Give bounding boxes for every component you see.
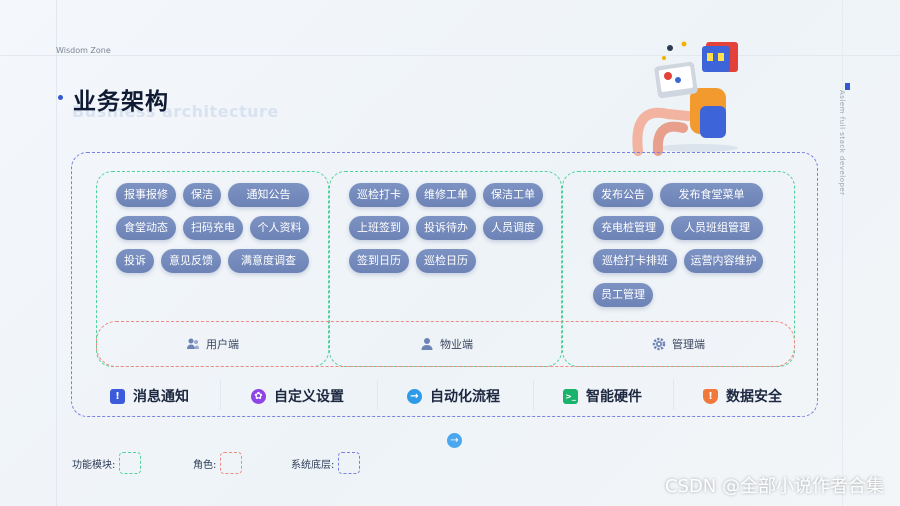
feature-chip[interactable]: 上班签到 [349,216,409,240]
legend-swatch [119,452,141,474]
users-icon [186,337,200,351]
shield-icon: ! [703,389,718,404]
title-dot [58,95,63,100]
legend-label: 角色: [193,456,216,471]
gear-icon [652,337,666,351]
system-item-hardware: >_ 智能硬件 [563,386,642,406]
role-label: 用户端 [206,336,239,352]
watermark: CSDN @全部小说作者合集 [665,472,884,498]
arrow-icon: → [407,389,422,404]
feature-chip[interactable]: 投诉 [116,249,154,273]
role-label: 物业端 [440,336,473,352]
legend-system: 系统底层: [291,452,360,474]
system-item-message: ! 消息通知 [110,386,189,406]
feature-chip[interactable]: 员工管理 [593,283,653,307]
feature-chip[interactable]: 巡检打卡 [349,183,409,207]
user-icon [420,337,434,351]
system-item-security: ! 数据安全 [703,386,782,406]
side-caption: Aslem full stack developer [838,90,846,196]
feature-chip[interactable]: 维修工单 [416,183,476,207]
legend-label: 功能模块: [72,456,115,471]
feature-chip[interactable]: 通知公告 [228,183,309,207]
legend-label: 系统底层: [291,456,334,471]
feature-chip[interactable]: 人员班组管理 [671,216,763,240]
legend-swatch [338,452,360,474]
feature-chip[interactable]: 报事报修 [116,183,176,207]
divider [377,380,378,410]
right-rule [842,0,843,506]
feature-chip[interactable]: 扫码充电 [183,216,243,240]
system-item-automation: → 自动化流程 [407,386,500,406]
system-item-label: 消息通知 [133,386,189,406]
divider [220,380,221,410]
role-admin: 管理端 [652,336,705,352]
terminal-icon: >_ [563,389,578,404]
role-label: 管理端 [672,336,705,352]
feature-chip[interactable]: 个人资料 [250,216,309,240]
feature-chip[interactable]: 发布食堂菜单 [660,183,763,207]
feature-chip[interactable]: 食堂动态 [116,216,176,240]
feature-chip[interactable]: 满意度调查 [228,249,309,273]
system-item-label: 智能硬件 [586,386,642,406]
feature-chip[interactable]: 发布公告 [593,183,653,207]
settings-icon: ✿ [251,389,266,404]
system-item-label: 自动化流程 [430,386,500,406]
feature-chip[interactable]: 运营内容维护 [684,249,763,273]
feature-chip[interactable]: 充电桩管理 [593,216,664,240]
role-property: 物业端 [420,336,473,352]
feature-chip[interactable]: 签到日历 [349,249,409,273]
feature-chip[interactable]: 巡检打卡排班 [593,249,677,273]
feature-chip[interactable]: 投诉待办 [416,216,476,240]
header-rule [0,55,900,56]
developer-illustration [628,36,748,156]
system-item-label: 自定义设置 [274,386,344,406]
feature-chip[interactable]: 保洁 [183,183,221,207]
page-title: 业务架构 [73,82,169,116]
system-item-label: 数据安全 [726,386,782,406]
feature-chip[interactable]: 保洁工单 [483,183,543,207]
feature-chip[interactable]: 人员调度 [483,216,543,240]
feature-chip[interactable]: 巡检日历 [416,249,476,273]
role-user: 用户端 [186,336,239,352]
system-item-settings: ✿ 自定义设置 [251,386,344,406]
legend-role: 角色: [193,452,242,474]
side-marker [845,83,850,90]
message-icon: ! [110,389,125,404]
feature-chip[interactable]: 意见反馈 [161,249,221,273]
divider [673,380,674,410]
legend-swatch [220,452,242,474]
divider [533,380,534,410]
brand-text: Wisdom Zone [56,46,111,55]
next-arrow-icon[interactable]: → [447,433,462,448]
legend-module: 功能模块: [72,452,141,474]
left-rule [56,0,57,506]
